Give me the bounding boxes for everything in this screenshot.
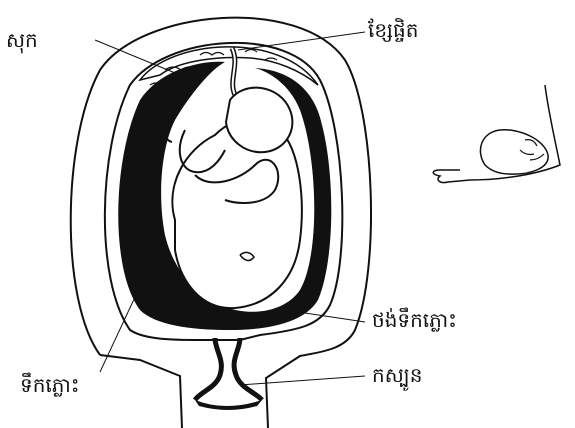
fetus-body [172,119,301,308]
cervix-shape [195,338,262,400]
label-amniotic-sac: ថង់ទឹកភ្លោះ [372,310,457,330]
pointer-line-fluid [100,265,150,372]
label-cervix: កស្បូន [372,365,422,385]
cervix-plug [195,400,262,410]
label-umbilical-cord: ខ្សែផ្ចិត [368,20,418,40]
pointer-line-cervix [240,376,365,385]
pointer-line-cord [238,32,365,50]
fetus-head [226,88,292,153]
label-placenta: សុក [6,30,38,50]
side-sketch-baby [480,130,548,174]
label-amniotic-fluid: ទឹកភ្លោះ [20,375,80,395]
